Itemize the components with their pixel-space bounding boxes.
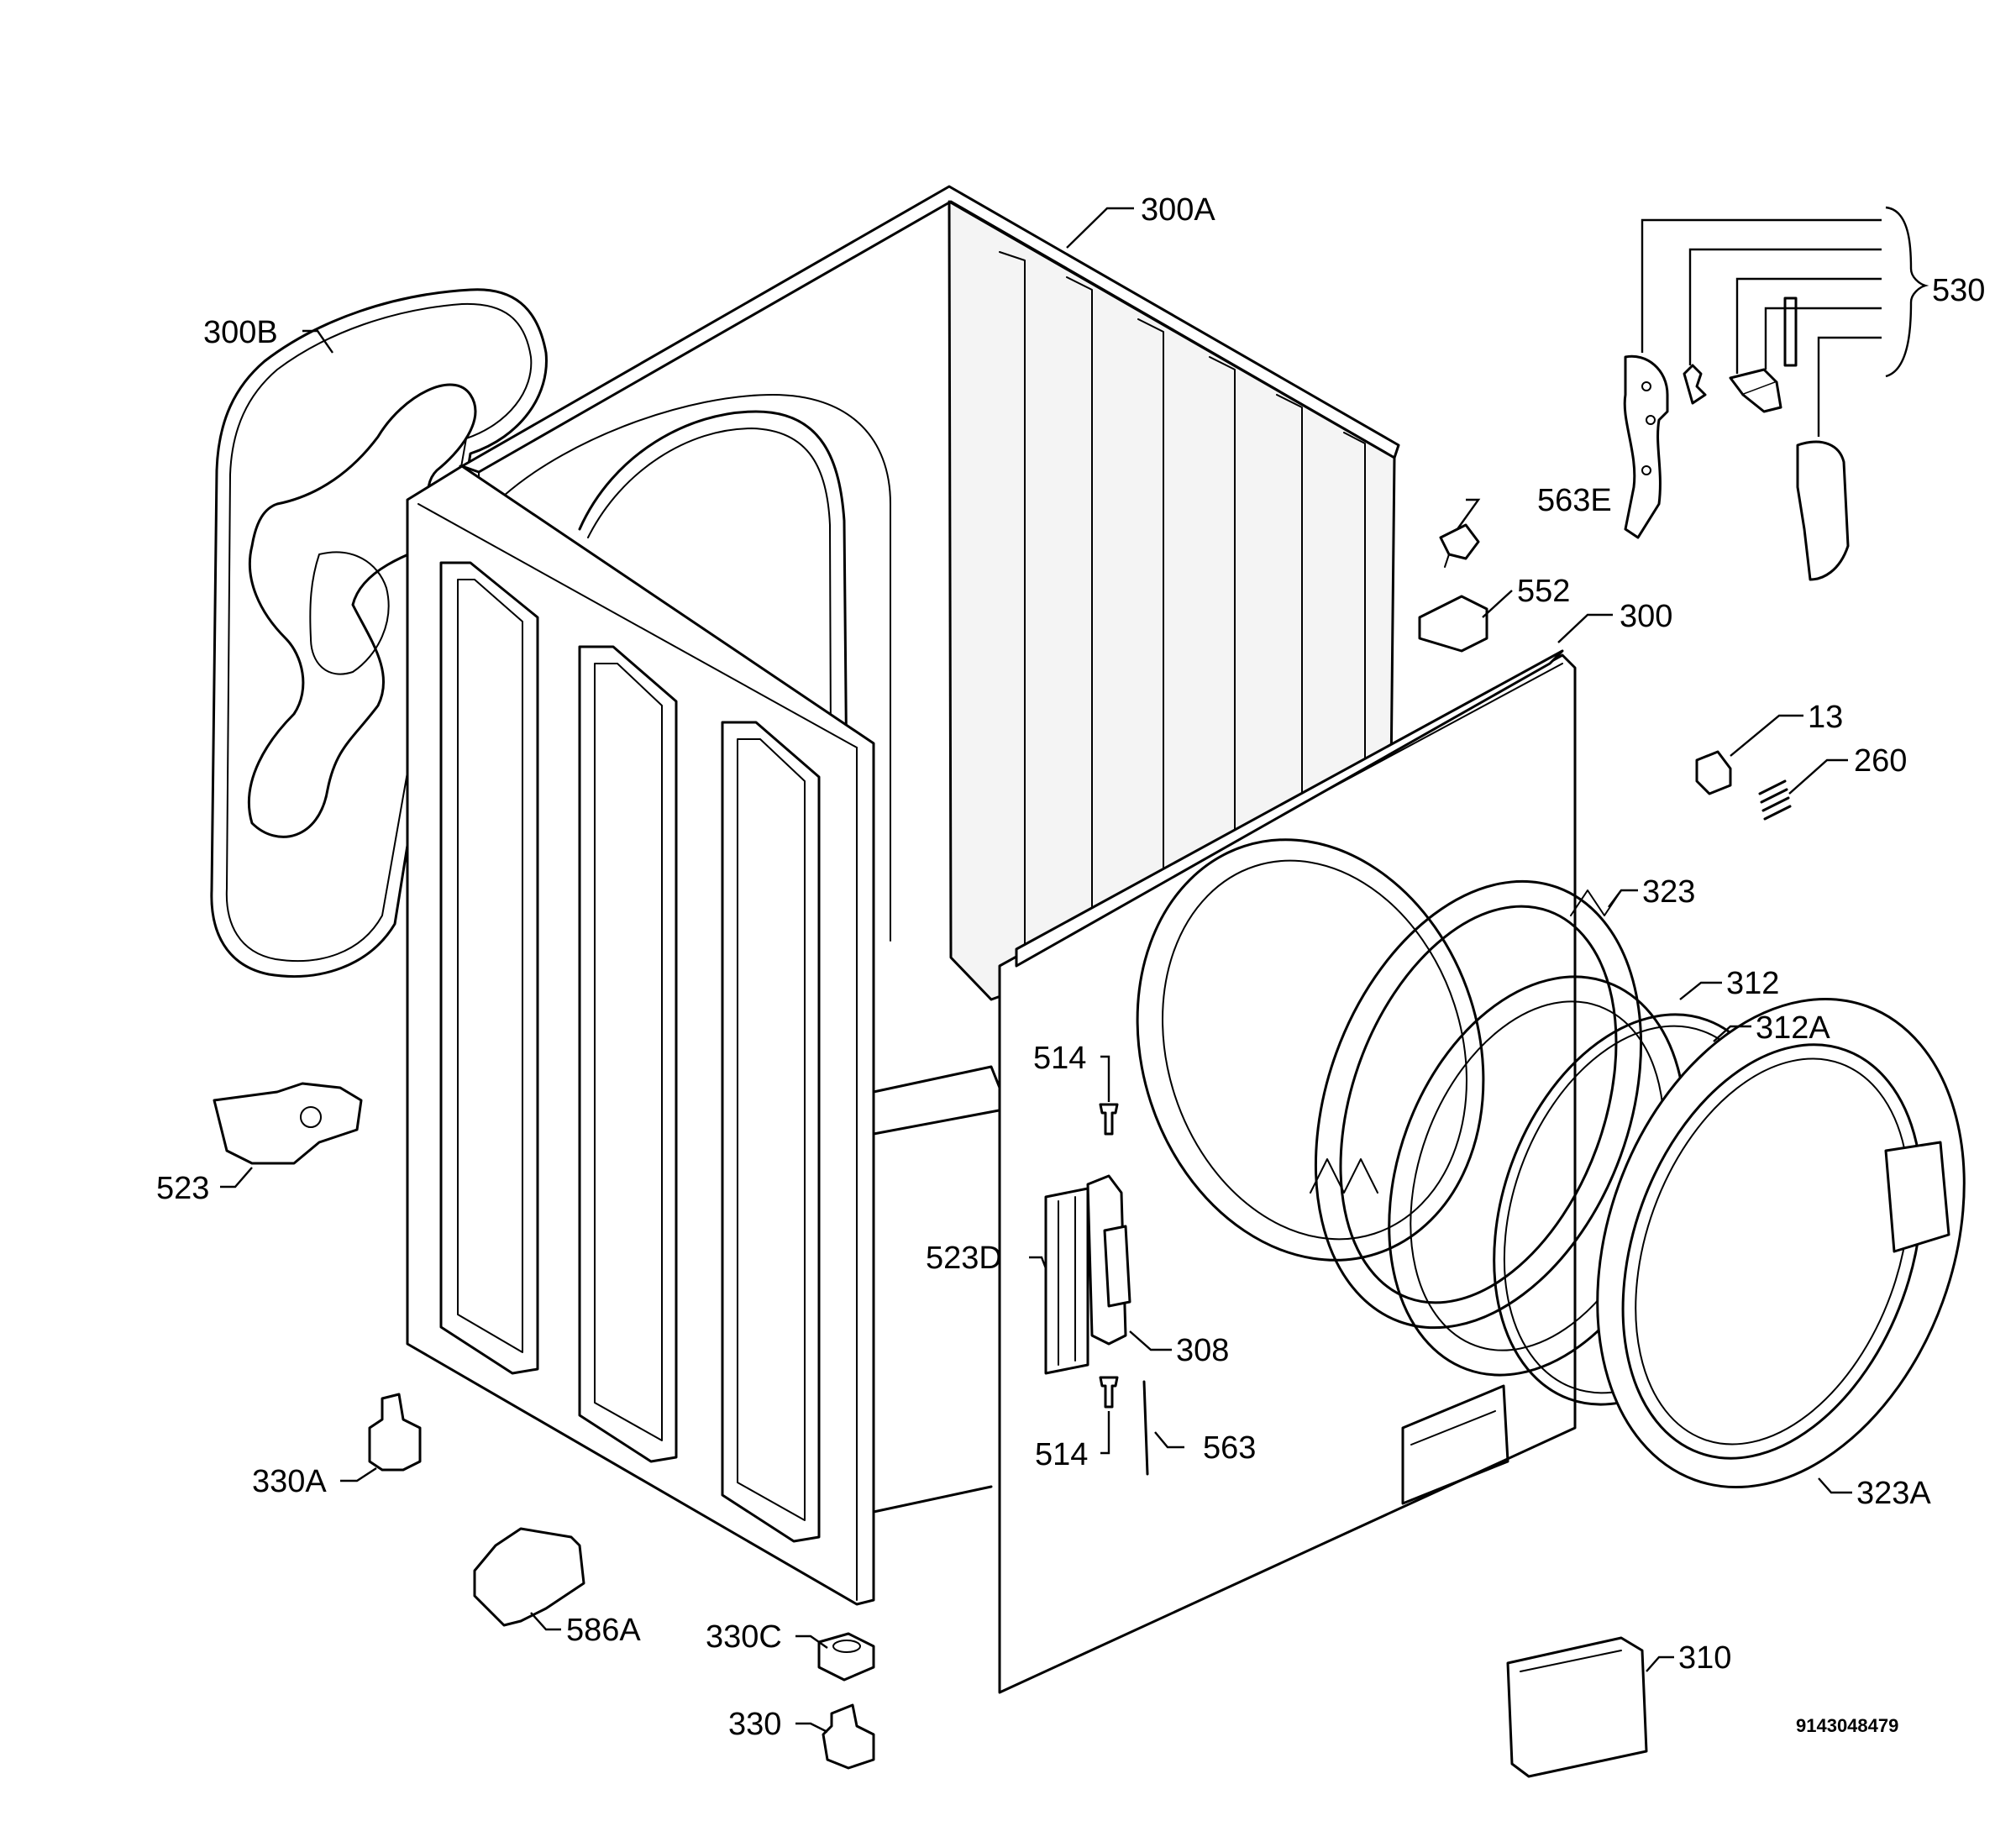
part-523-bracket — [213, 1082, 363, 1165]
part-310-flap — [1506, 1636, 1648, 1778]
drawing-code: 9143048479 — [1796, 1715, 1898, 1736]
part-530-handle-kit — [1623, 296, 1850, 581]
part-13-knob — [1695, 750, 1732, 795]
part-300-front-panel — [998, 649, 1577, 1694]
label-514-top: 514 — [1033, 1041, 1086, 1076]
label-563e: 563E — [1537, 483, 1612, 518]
label-563: 563 — [1203, 1430, 1256, 1466]
part-300b-rear-panel — [210, 288, 548, 978]
label-308: 308 — [1176, 1333, 1229, 1368]
label-330c: 330C — [706, 1619, 782, 1655]
part-563e-switch — [1439, 523, 1480, 568]
label-312a: 312A — [1756, 1010, 1830, 1046]
part-552-lock — [1418, 595, 1488, 653]
label-514-bottom: 514 — [1035, 1437, 1088, 1472]
label-300b: 300B — [203, 315, 278, 350]
part-323-seal-ring — [1310, 879, 1643, 1330]
label-330a: 330A — [252, 1464, 327, 1499]
label-260: 260 — [1854, 743, 1907, 779]
part-523d-hinge-plate — [1044, 1187, 1089, 1375]
part-cabinet-left-side — [406, 464, 875, 1606]
part-330c-nut — [817, 1632, 875, 1682]
part-514-top-pin — [1099, 1103, 1119, 1136]
label-13: 13 — [1808, 700, 1843, 735]
label-300a: 300A — [1141, 192, 1215, 228]
label-300: 300 — [1620, 599, 1672, 634]
label-323a: 323A — [1856, 1476, 1931, 1511]
part-260-spring — [1758, 779, 1792, 821]
part-330-foot — [822, 1703, 875, 1770]
label-523d: 523D — [926, 1241, 1002, 1276]
callout-labels: 300A 300B 530 563E 552 300 13 260 323 31… — [156, 192, 1985, 1742]
part-300a-cabinet — [459, 185, 1400, 1514]
label-586a: 586A — [566, 1613, 641, 1648]
label-323: 323 — [1642, 874, 1695, 910]
part-514-bottom-pin — [1099, 1376, 1119, 1409]
part-323a-outer-door — [1596, 998, 1966, 1488]
label-552: 552 — [1517, 574, 1570, 609]
leader-lines — [220, 206, 1929, 1734]
part-308-hinge — [1086, 1174, 1131, 1346]
label-310: 310 — [1678, 1640, 1731, 1676]
label-312: 312 — [1726, 966, 1779, 1001]
part-563-rod — [1142, 1380, 1149, 1476]
part-330a-foot — [368, 1393, 422, 1472]
label-530: 530 — [1932, 273, 1985, 308]
part-586a-bracket — [473, 1527, 585, 1627]
label-523: 523 — [156, 1171, 209, 1206]
label-330: 330 — [728, 1707, 781, 1742]
